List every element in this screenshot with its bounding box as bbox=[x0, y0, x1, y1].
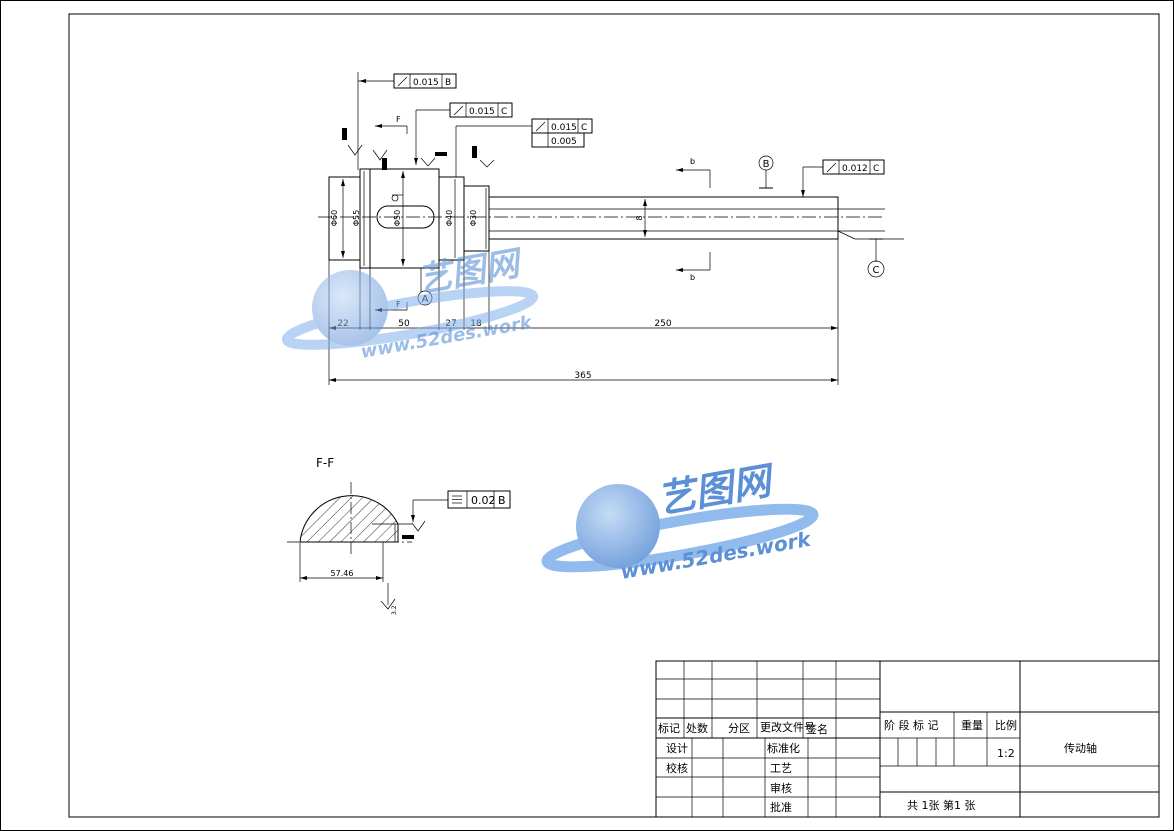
tb-docno: 更改文件号 bbox=[760, 720, 815, 734]
tb-mark: 标记 bbox=[658, 721, 680, 735]
gdt-frames bbox=[357, 72, 885, 197]
watermark-lower bbox=[541, 484, 819, 573]
tol-runout-c3: 0.012 bbox=[842, 164, 868, 174]
tb-scale-h: 比例 bbox=[995, 718, 1017, 732]
dim-50: 50 bbox=[398, 319, 410, 329]
roughness-value: 3.2 bbox=[391, 605, 398, 615]
tol-runout-b: 0.015 bbox=[413, 78, 439, 88]
tol-cylindricity: 0.005 bbox=[551, 137, 577, 147]
section-b-top: b bbox=[690, 157, 695, 166]
dia-40-label: Φ40 bbox=[445, 210, 454, 226]
tol-runout-b-ref: B bbox=[445, 78, 451, 88]
tb-check: 校核 bbox=[666, 761, 688, 775]
dim-365: 365 bbox=[574, 371, 591, 381]
dia-55-label: Φ55 bbox=[352, 210, 361, 226]
dim-chord: 57.46 bbox=[331, 569, 354, 578]
tb-sheets: 共 1张 第1 张 bbox=[907, 798, 976, 812]
tol-runout-c3-ref: C bbox=[873, 164, 879, 174]
diameter-labels: Φ60 Φ55 Φ50 Φ40 Φ30 8 bbox=[330, 210, 644, 226]
dia-30-label: Φ30 bbox=[469, 210, 478, 226]
title-block bbox=[655, 660, 1160, 818]
shaft-view bbox=[318, 168, 904, 269]
tb-proc: 工艺 bbox=[770, 762, 792, 775]
tb-std: 标准化 bbox=[767, 741, 800, 755]
section-b-bottom: b bbox=[690, 273, 695, 282]
tol-runout-c1-ref: C bbox=[501, 107, 507, 117]
tb-zone: 分区 bbox=[728, 722, 750, 735]
section-view bbox=[287, 482, 511, 610]
tol-runout-c2-ref: C bbox=[581, 123, 587, 133]
section-f-top: F bbox=[396, 115, 401, 124]
drawing-frame bbox=[68, 13, 1160, 818]
key-width-label: 8 bbox=[635, 215, 644, 220]
dia-50-label: Φ50 bbox=[393, 210, 402, 226]
tb-count: 处数 bbox=[686, 722, 708, 735]
dia-60-label: Φ60 bbox=[330, 210, 339, 226]
tb-review: 审核 bbox=[770, 781, 792, 795]
roughness-symbols bbox=[342, 128, 495, 170]
length-dimensions bbox=[328, 239, 839, 385]
tb-part-name: 传动轴 bbox=[1064, 741, 1097, 755]
watermark-upper bbox=[281, 270, 539, 350]
datum-symbols bbox=[417, 155, 885, 306]
datum-c: C bbox=[873, 265, 880, 276]
tb-scale: 1:2 bbox=[997, 747, 1015, 760]
tb-sign: 签名 bbox=[806, 722, 828, 736]
dim-250: 250 bbox=[654, 319, 671, 329]
tb-weight: 重量 bbox=[961, 718, 983, 732]
tb-design: 设计 bbox=[666, 742, 688, 755]
tb-approve: 批准 bbox=[770, 800, 792, 814]
tol-symmetry: 0.02 bbox=[471, 494, 496, 507]
datum-b: B bbox=[763, 159, 770, 170]
section-title: F-F bbox=[316, 456, 334, 470]
tol-runout-c1: 0.015 bbox=[469, 107, 495, 117]
tol-symmetry-ref: B bbox=[498, 494, 506, 507]
tol-runout-c2: 0.015 bbox=[551, 123, 577, 133]
tb-stage: 阶 段 标 记 bbox=[884, 718, 939, 732]
